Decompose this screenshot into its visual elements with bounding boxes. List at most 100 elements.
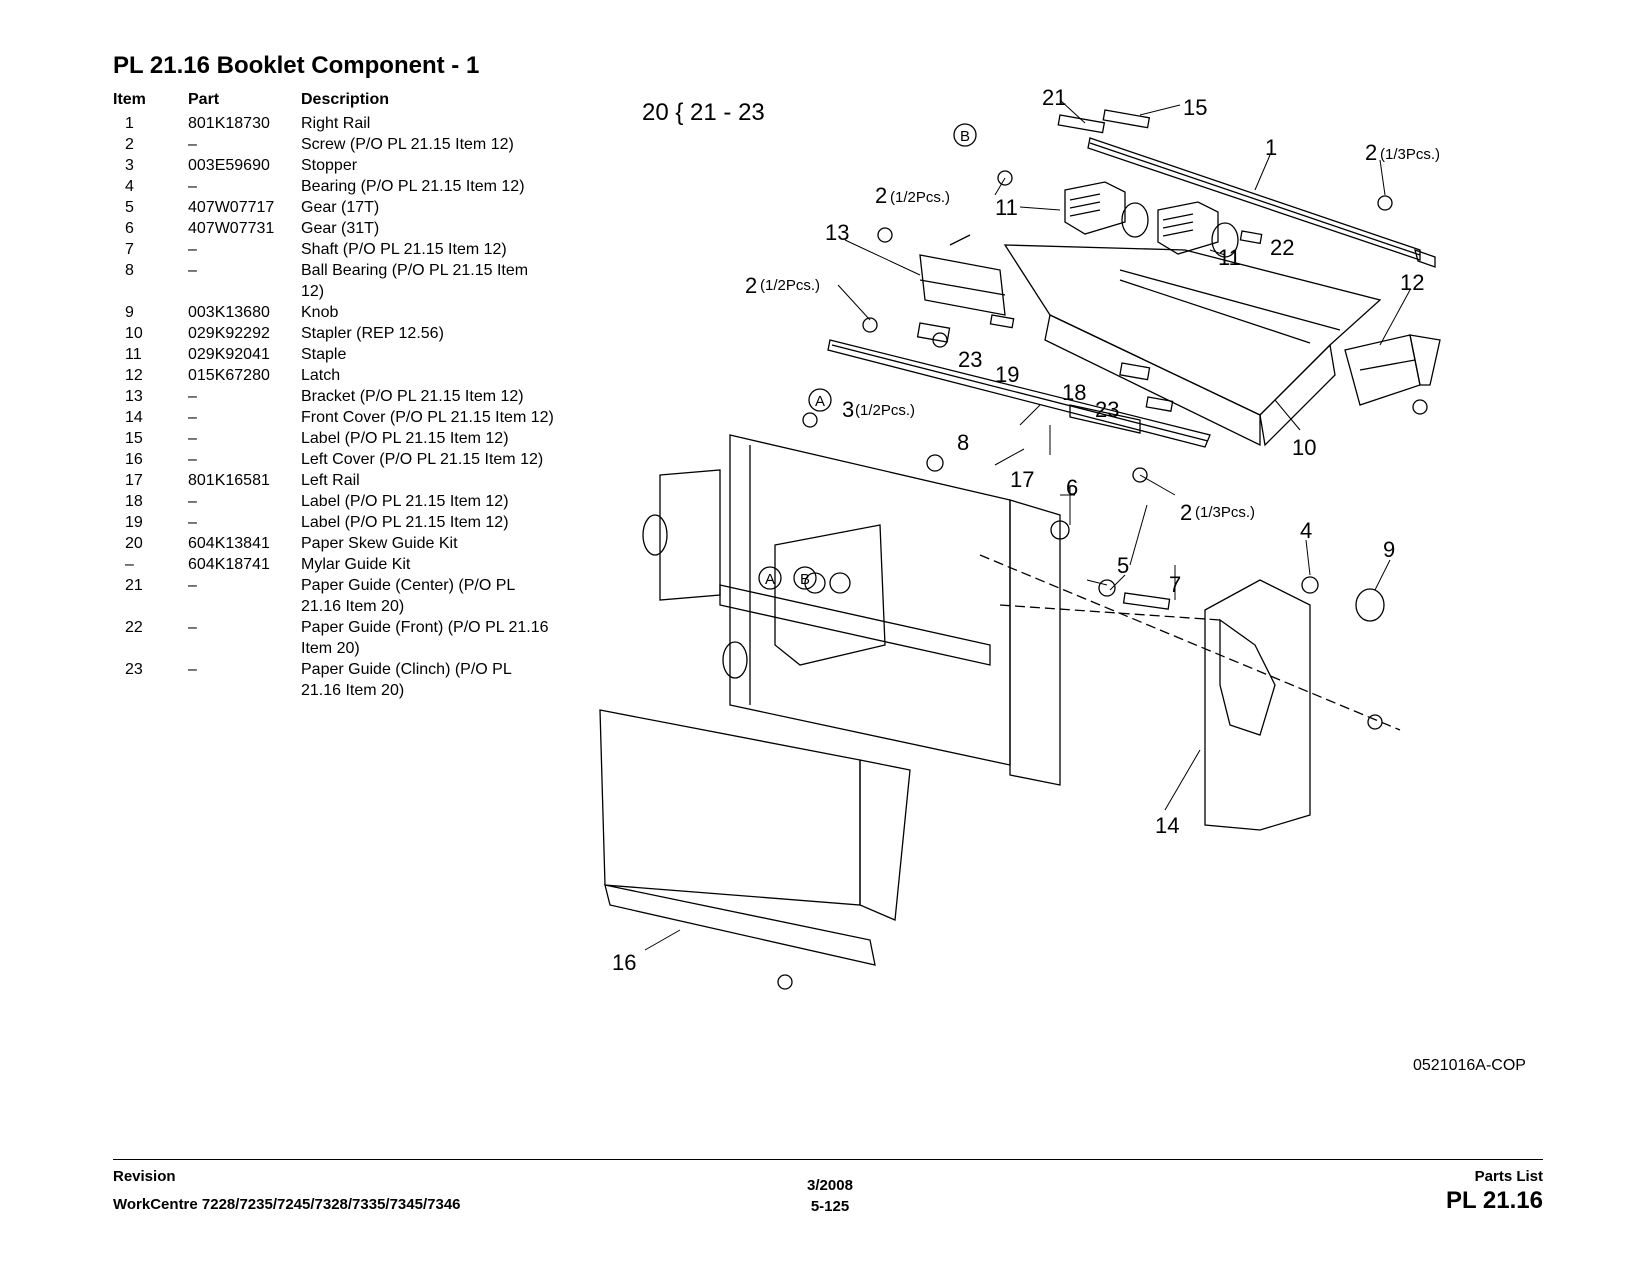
callout-4: 4 [1300, 518, 1312, 543]
part-description: Stopper [301, 155, 573, 176]
part-description: Screw (P/O PL 21.15 Item 12) [301, 134, 573, 155]
description-line-continued: Item 20) [301, 640, 360, 657]
footer-right: Parts List PL 21.16 [1446, 1168, 1543, 1215]
part-description: Knob [301, 302, 573, 323]
description-line: Bearing (P/O PL 21.15 Item 12) [301, 178, 525, 195]
description-line-continued: 12) [301, 283, 325, 300]
label-stickers [916, 109, 1263, 412]
description-line: Label (P/O PL 21.15 Item 12) [301, 493, 509, 510]
footer-revision: Revision [113, 1168, 176, 1185]
item-number: 1 [125, 115, 134, 132]
footer-model: WorkCentre 7228/7235/7245/7328/7335/7345… [113, 1196, 461, 1213]
description-line: Gear (17T) [301, 199, 380, 216]
latch [1344, 334, 1441, 406]
footer-date: 3/2008 [807, 1177, 853, 1194]
staple-cartridge-left [1064, 181, 1149, 238]
callout-14: 14 [1155, 813, 1179, 838]
description-line: Left Cover (P/O PL 21.15 Item 12) [301, 451, 544, 468]
part-description: Paper Skew Guide Kit [301, 533, 573, 554]
description-line: Front Cover (P/O PL 21.15 Item 12) [301, 409, 554, 426]
part-description: Staple [301, 344, 573, 365]
description-line: Latch [301, 367, 341, 384]
ref-b-top: B [960, 128, 970, 145]
callout-9: 9 [1383, 537, 1395, 562]
callout-17: 17 [1010, 467, 1034, 492]
table-header-row: Item Part Description [113, 89, 573, 113]
part-description: Mylar Guide Kit [301, 554, 573, 575]
part-description: Gear (31T) [301, 218, 573, 239]
table-row: 14–Front Cover (P/O PL 21.15 Item 12) [113, 407, 573, 428]
callout-7: 7 [1169, 572, 1181, 597]
footer-pl: PL 21.16 [1446, 1187, 1543, 1214]
part-number: – [188, 430, 197, 447]
part-number: 029K92292 [188, 325, 270, 342]
part-description: Label (P/O PL 21.15 Item 12) [301, 512, 573, 533]
callout-13: 13 [825, 220, 849, 245]
table-row: 18–Label (P/O PL 21.15 Item 12) [113, 491, 573, 512]
description-line: Paper Guide (Front) (P/O PL 21.16 [301, 619, 549, 636]
item-number: 13 [125, 388, 143, 405]
callout-2-lower: 2 [1180, 500, 1192, 525]
leader-lines [644, 99, 1411, 951]
part-number: – [188, 136, 197, 153]
table-row: 16–Left Cover (P/O PL 21.15 Item 12) [113, 449, 573, 470]
part-description: Left Rail [301, 470, 573, 491]
part-number: 015K67280 [188, 367, 270, 384]
part-number: – [188, 577, 197, 594]
callout-2-mid-qty: (1/2Pcs.) [760, 277, 820, 294]
part-number: – [188, 493, 197, 510]
callout-2-left-qty: (1/2Pcs.) [890, 189, 950, 206]
kit-note: 20 { 21 - 23 [642, 99, 765, 126]
item-number: 19 [125, 514, 143, 531]
part-number: – [188, 388, 197, 405]
callout-2-top: 2 [1365, 140, 1377, 165]
part-description: Front Cover (P/O PL 21.15 Item 12) [301, 407, 573, 428]
description-line: Mylar Guide Kit [301, 556, 411, 573]
callout-11-right: 11 [1218, 245, 1241, 270]
callout-2-lower-qty: (1/3Pcs.) [1195, 504, 1255, 521]
table-row: 9 003K13680 Knob [113, 302, 573, 323]
callout-15: 15 [1183, 95, 1207, 120]
table-row: 19 – Label (P/O PL 21.15 Item 12) [113, 512, 573, 533]
item-number: 8 [125, 262, 134, 279]
item-number: 21 [125, 577, 143, 594]
description-line-continued: 21.16 Item 20) [301, 682, 405, 699]
item-number: 11 [125, 346, 142, 363]
item-number: 14 [125, 409, 143, 426]
left-cover [599, 709, 911, 966]
callout-3: 3 [842, 397, 854, 422]
callout-23-left: 23 [958, 347, 982, 372]
item-number: 7 [125, 241, 134, 258]
description-line: Knob [301, 304, 339, 321]
exploded-parts-diagram: 20 { 21 - 23 [599, 85, 1441, 990]
footer-center: 3/2008 5-125 [790, 1177, 870, 1219]
callout-12: 12 [1400, 270, 1424, 295]
item-number: 23 [125, 661, 143, 678]
stapler-housing [1003, 244, 1382, 447]
part-description: Latch [301, 365, 573, 386]
right-rail [1087, 137, 1436, 268]
description-line: Label (P/O PL 21.15 Item 12) [301, 514, 509, 531]
description-line: Left Rail [301, 472, 360, 489]
item-number: 9 [125, 304, 134, 321]
part-number: 003K13680 [188, 304, 270, 321]
part-number: – [188, 514, 197, 531]
header-description: Description [301, 91, 390, 108]
part-description: Label (P/O PL 21.15 Item 12) [301, 491, 573, 512]
table-row: 7–Shaft (P/O PL 21.15 Item 12) [113, 239, 573, 260]
table-row: 2–Screw (P/O PL 21.15 Item 12) [113, 134, 573, 155]
